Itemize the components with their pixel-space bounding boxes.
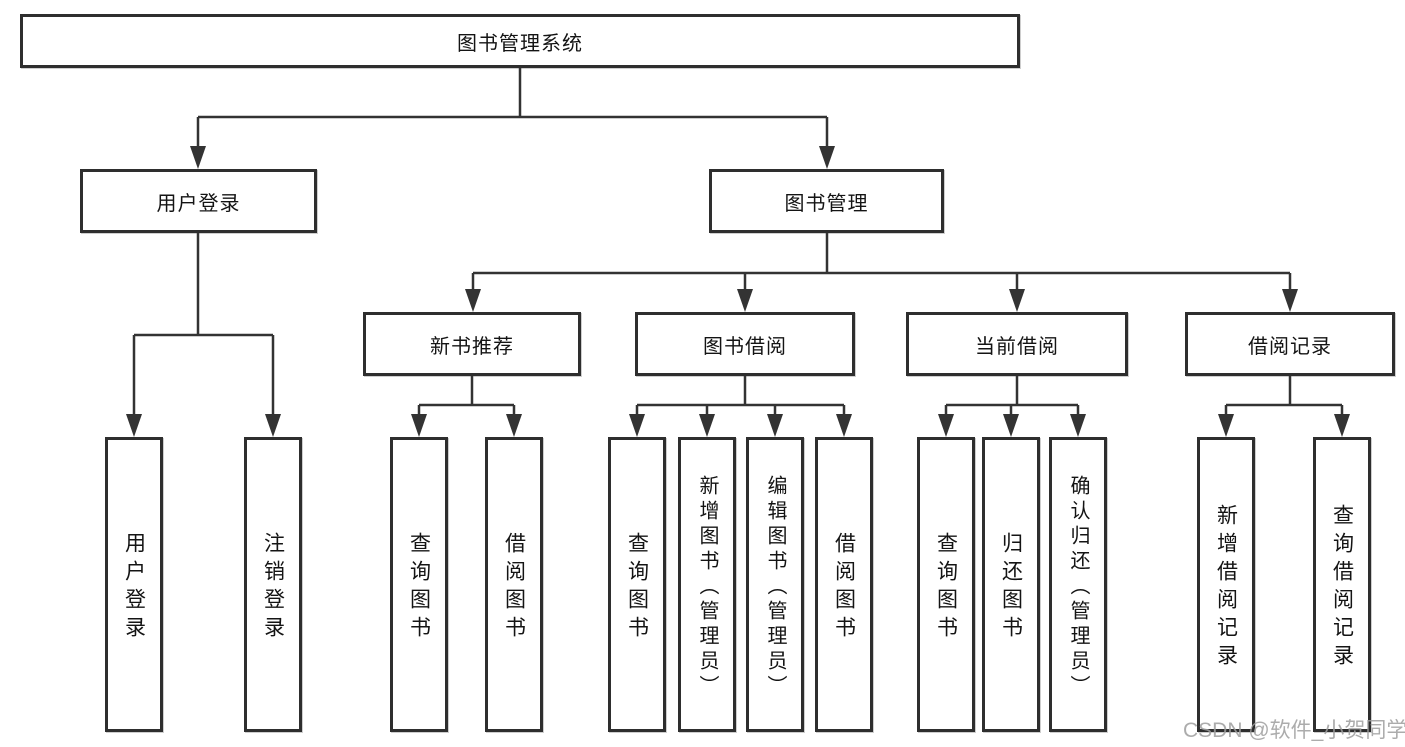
leaf-logout: 注销登录: [244, 437, 302, 732]
csdn-watermark: CSDN @软件_小贺同学: [1183, 719, 1405, 742]
node-new-book-recommendation: 新书推荐: [363, 312, 581, 376]
leaf-query-books-2: 查询图书: [608, 437, 666, 732]
node-user-login: 用户登录: [80, 169, 317, 233]
leaf-query-books-3: 查询图书: [917, 437, 975, 732]
leaf-return-books: 归还图书: [982, 437, 1040, 732]
node-book-management: 图书管理: [709, 169, 944, 233]
node-book-borrowing: 图书借阅: [635, 312, 855, 376]
node-borrowing-records: 借阅记录: [1185, 312, 1395, 376]
node-library-management-system: 图书管理系统: [20, 14, 1020, 68]
node-current-borrowing: 当前借阅: [906, 312, 1128, 376]
leaf-user-login: 用户登录: [105, 437, 163, 732]
leaf-query-borrow-record: 查询借阅记录: [1313, 437, 1371, 732]
leaf-edit-books-admin: 编辑图书（管理员）: [746, 437, 804, 732]
leaf-confirm-return-admin: 确认归还（管理员）: [1049, 437, 1107, 732]
leaf-add-books-admin: 新增图书（管理员）: [678, 437, 736, 732]
leaf-borrow-books-2: 借阅图书: [815, 437, 873, 732]
leaf-add-borrow-record: 新增借阅记录: [1197, 437, 1255, 732]
leaf-query-books: 查询图书: [390, 437, 448, 732]
leaf-borrow-books: 借阅图书: [485, 437, 543, 732]
